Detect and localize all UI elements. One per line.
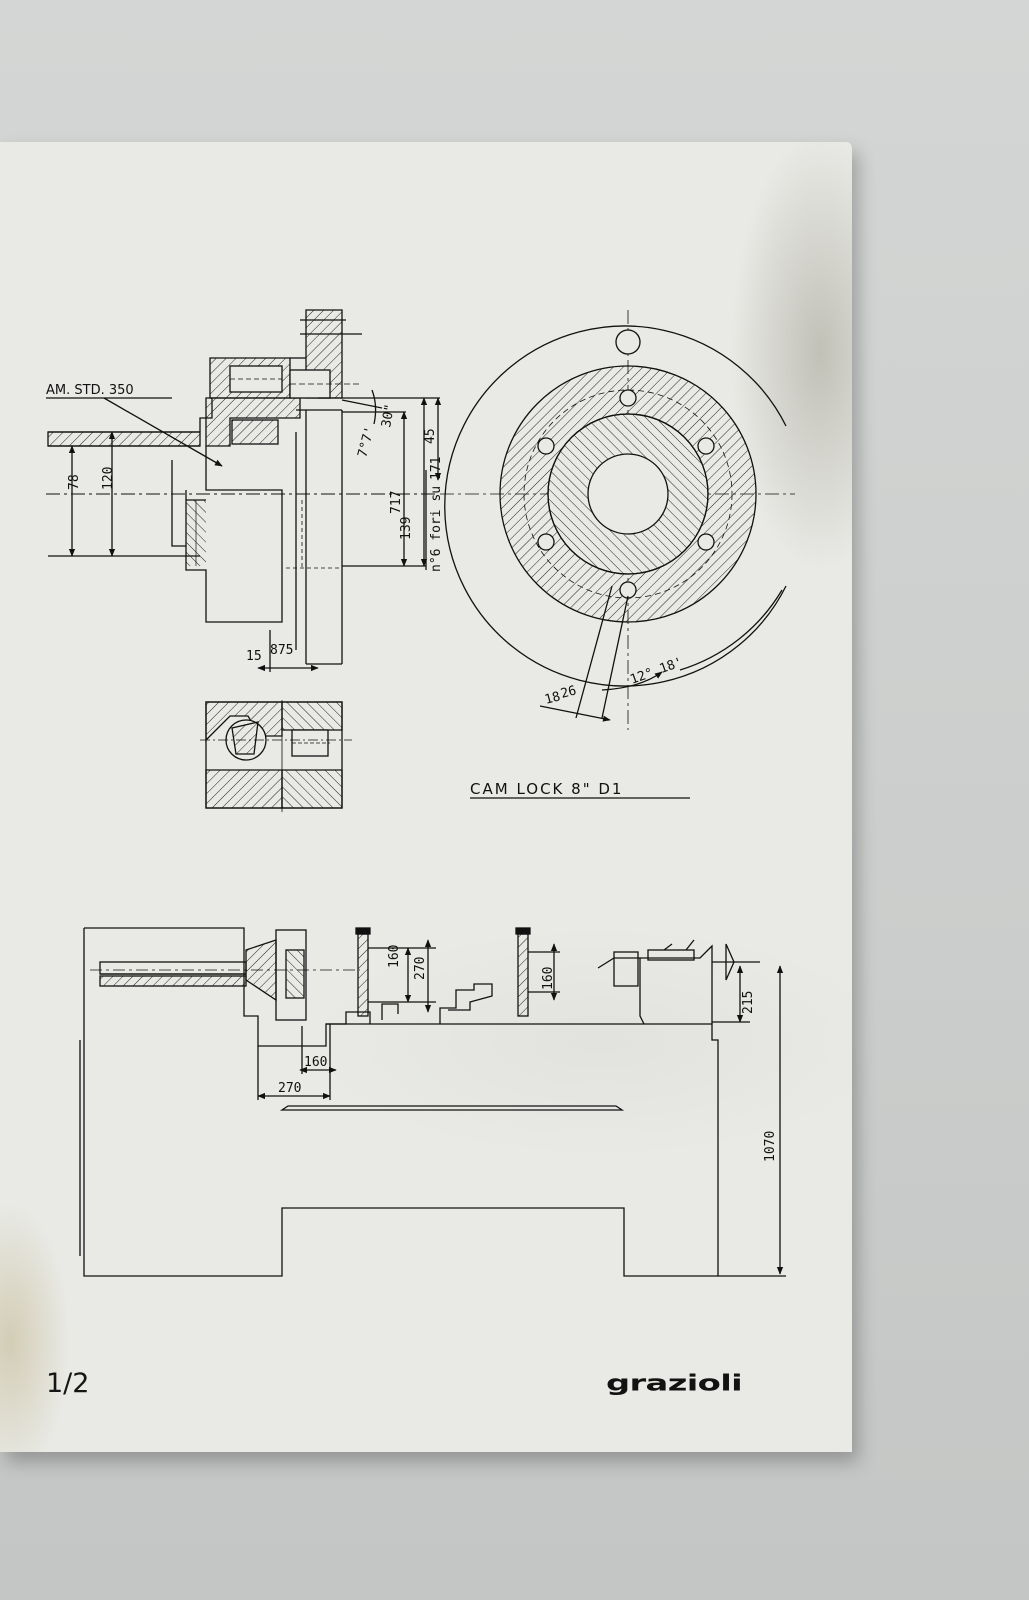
- dim-15: 15: [246, 649, 262, 664]
- dim-1070: 1070: [763, 1131, 778, 1162]
- dim-120: 120: [101, 467, 116, 490]
- page-number: 1/2: [46, 1368, 90, 1399]
- spindle-note: AM. STD. 350: [46, 383, 134, 398]
- dim-26: 26: [559, 683, 578, 702]
- dim-171: 171: [429, 457, 444, 480]
- dim-160-chuck: 160: [387, 945, 402, 968]
- cam-lock-front-view: [440, 310, 795, 730]
- spindle-section: [46, 309, 442, 672]
- lathe-drawing: [79, 927, 786, 1277]
- cam-detail: [200, 700, 352, 812]
- dim-139: 139: [399, 517, 414, 540]
- dim-18: 18: [543, 689, 562, 708]
- dim-holes: n°6 fori su: [429, 486, 444, 572]
- dim-215: 215: [741, 991, 756, 1014]
- dim-160-base: 160: [304, 1055, 327, 1070]
- dim-78: 78: [67, 474, 82, 490]
- dim-270-base: 270: [278, 1081, 301, 1096]
- dim-160-rest: 160: [541, 967, 556, 990]
- angle-upper-sec: 30": [379, 403, 398, 429]
- dim-875: 875: [270, 643, 293, 658]
- drawing-sheet: [0, 142, 852, 1452]
- dim-717: 717: [389, 491, 404, 514]
- brand-logo: grazioli: [606, 1371, 743, 1397]
- dim-270-chuck: 270: [413, 957, 428, 980]
- dim-45: 45: [423, 428, 438, 444]
- angle-upper: 7°7': [355, 425, 378, 459]
- drawing-title: CAM LOCK 8" D1: [470, 780, 623, 798]
